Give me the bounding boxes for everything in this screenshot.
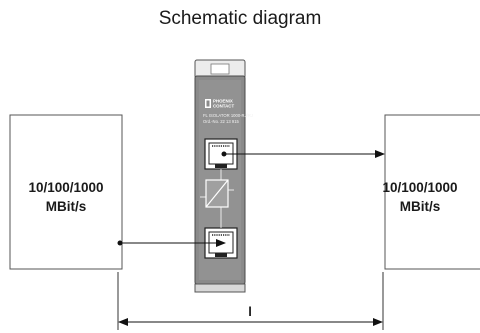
left-box-speed: 10/100/1000 bbox=[28, 180, 103, 195]
phoenix-logo: PHOENIX CONTACT bbox=[205, 99, 234, 109]
device-model: FL ISOLATOR 1000-RJ/RJ bbox=[203, 113, 253, 118]
rj45-port-top bbox=[204, 138, 238, 170]
svg-text:CONTACT: CONTACT bbox=[213, 104, 234, 109]
diagram-title: Schematic diagram bbox=[158, 8, 322, 29]
device-order-number: Ord.-No. 22 13 915 bbox=[203, 119, 240, 124]
left-device-box: 10/100/1000 MBit/s bbox=[9, 114, 123, 270]
right-box-unit: MBit/s bbox=[400, 199, 441, 214]
left-box-unit: MBit/s bbox=[46, 199, 87, 214]
connection-left-to-bottom bbox=[117, 239, 226, 247]
right-box-speed: 10/100/1000 bbox=[382, 180, 457, 195]
dimension-label: l bbox=[248, 304, 252, 319]
right-device-box: 10/100/1000 MBit/s bbox=[382, 114, 480, 270]
isolation-symbol-icon bbox=[200, 179, 234, 208]
dimension-line: l bbox=[117, 272, 384, 330]
isolator-device: PHOENIX CONTACT FL ISOLATOR 1000-RJ/RJ O… bbox=[194, 59, 253, 293]
connection-top-to-right bbox=[221, 150, 385, 158]
svg-text:PHOENIX: PHOENIX bbox=[213, 99, 233, 104]
